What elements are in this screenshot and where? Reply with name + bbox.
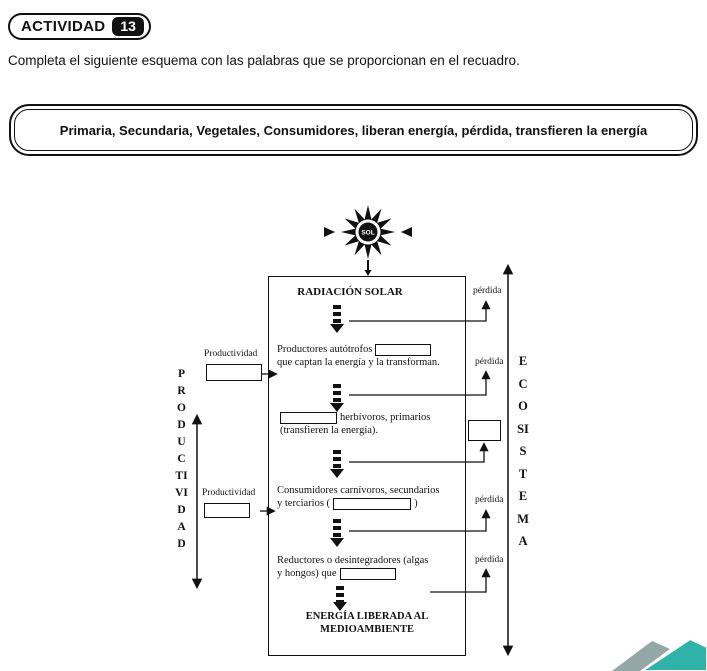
sun-star-shape bbox=[341, 205, 395, 259]
released-energy-label: ENERGÍA LIBERADA AL MEDIOAMBIENTE bbox=[268, 610, 466, 636]
producers-line2: que captan la energía y la transforman. bbox=[277, 357, 440, 368]
reducers-row: Reductores o desintegradores (algas y ho… bbox=[277, 554, 463, 580]
radiation-title: RADIACIÓN SOLAR bbox=[297, 286, 403, 298]
reducers-line2-pre: y hongos) que bbox=[277, 568, 337, 579]
corner-logo-gray-shape bbox=[612, 641, 670, 671]
consumers-row: Consumidores carnívoros, secundarios y t… bbox=[277, 484, 463, 510]
flow-arrow-down-2 bbox=[329, 384, 344, 412]
flow-arrow-down-1 bbox=[329, 305, 344, 333]
blank-reducers[interactable] bbox=[339, 567, 396, 580]
ecosistema-vertical-label: ECOSISTEMA bbox=[517, 354, 529, 548]
loss-label-reducers: pérdida bbox=[475, 555, 504, 565]
consumers-line1: Consumidores carnívoros, secundarios bbox=[277, 485, 440, 496]
productividad-label-1: Productividad bbox=[204, 349, 258, 359]
flow-arrow-down-3 bbox=[329, 450, 344, 478]
reducers-line1: Reductores o desintegradores (algas bbox=[277, 555, 429, 566]
word-bank-inner: Primaria, Secundaria, Vegetales, Consumi… bbox=[14, 109, 693, 151]
flow-arrow-down-5 bbox=[332, 586, 347, 611]
herbivores-row: herbívoros, primarios (transfieren la en… bbox=[280, 411, 466, 437]
corner-logo-teal-shape bbox=[640, 637, 707, 671]
word-bank-box: Primaria, Secundaria, Vegetales, Consumi… bbox=[9, 104, 698, 156]
activity-label: ACTIVIDAD bbox=[21, 18, 106, 35]
sun-left-arrow-icon bbox=[324, 227, 335, 237]
herbivores-line1: herbívoros, primarios bbox=[340, 412, 431, 423]
sun-right-arrow-icon bbox=[401, 227, 412, 237]
sun-label: SOL bbox=[361, 230, 374, 237]
blank-producers[interactable] bbox=[375, 343, 432, 356]
consumers-line2-pre: y terciarios ( bbox=[277, 498, 331, 509]
blank-herbivores-loss[interactable] bbox=[468, 420, 501, 441]
herbivores-line2: (transfieren la energía). bbox=[280, 425, 379, 436]
released-line2: MEDIOAMBIENTE bbox=[320, 624, 414, 635]
activity-number: 13 bbox=[112, 17, 144, 36]
sun-icon: SOL bbox=[324, 205, 412, 276]
producers-row: Productores autótrofos que captan la ene… bbox=[277, 343, 463, 369]
loss-label-producers: pérdida bbox=[475, 357, 504, 367]
consumers-line2-post: ) bbox=[414, 498, 418, 509]
flow-arrow-down-4 bbox=[329, 519, 344, 547]
blank-productividad-2[interactable] bbox=[204, 503, 250, 518]
instruction-text: Completa el siguiente esquema con las pa… bbox=[8, 53, 520, 68]
productividad-vertical-label: PRODUCTIVIDAD bbox=[175, 368, 188, 550]
blank-herbivores[interactable] bbox=[280, 411, 337, 424]
activity-badge: ACTIVIDAD 13 bbox=[8, 13, 151, 40]
flow-main-box bbox=[268, 276, 466, 656]
loss-label-consumers: pérdida bbox=[475, 495, 504, 505]
producers-line1: Productores autótrofos bbox=[277, 344, 373, 355]
corner-logo bbox=[612, 637, 707, 671]
blank-productividad-1[interactable] bbox=[206, 364, 262, 381]
loss-label-radiation: pérdida bbox=[473, 286, 502, 296]
productividad-label-2: Productividad bbox=[202, 488, 256, 498]
word-bank-text: Primaria, Secundaria, Vegetales, Consumi… bbox=[59, 122, 648, 138]
blank-consumers[interactable] bbox=[333, 497, 412, 510]
released-line1: ENERGÍA LIBERADA AL bbox=[305, 611, 429, 622]
